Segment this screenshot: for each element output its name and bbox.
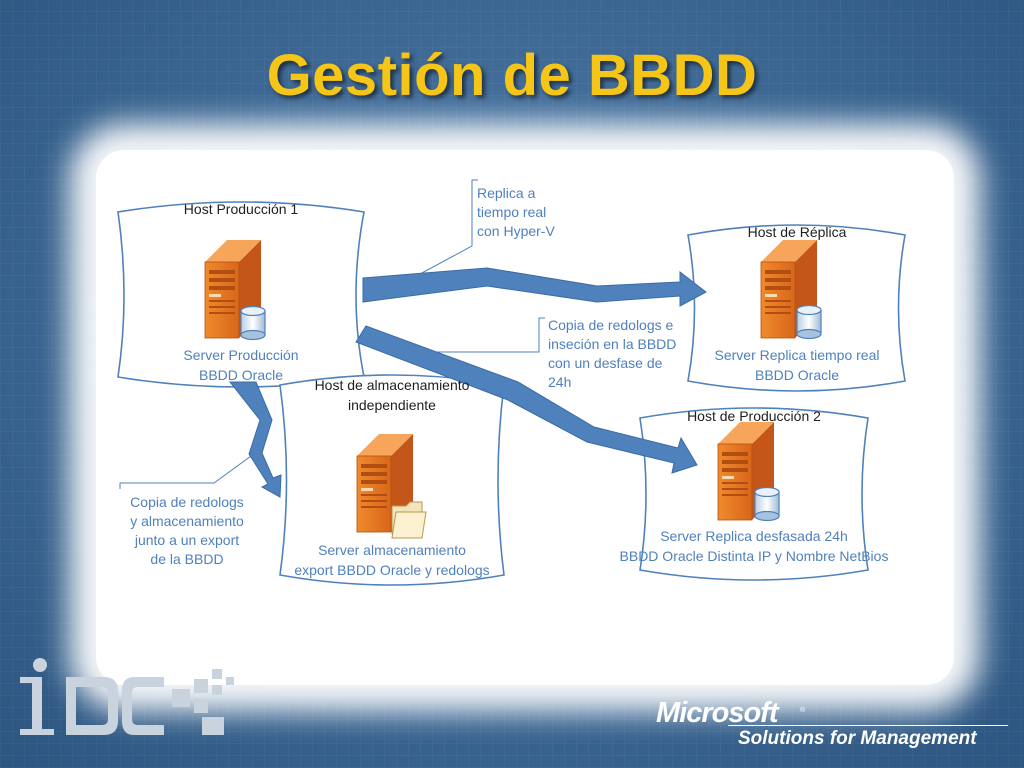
microsoft-logo: Microsoft — [656, 697, 778, 729]
database-icon — [240, 305, 266, 341]
server-desfasada-label: Server Replica desfasada 24h — [660, 528, 848, 544]
callout-redologs-leader — [430, 317, 545, 353]
server-produccion-db-label: BBDD Oracle — [198, 367, 284, 383]
callout-redologs-line: 24h — [548, 374, 572, 390]
server-desfasada-detail-label: BBDD Oracle Distinta IP y Nombre NetBios — [619, 548, 889, 564]
callout-export-line: Copia de redologs — [130, 494, 244, 510]
host-produccion-1-label: Host Producción 1 — [183, 201, 299, 217]
database-icon — [796, 304, 822, 340]
folder-icon — [391, 501, 427, 539]
host-almacenamiento-label-2: independiente — [348, 397, 436, 413]
arrow-storage-copy — [228, 381, 282, 498]
callout-export-leader — [119, 447, 263, 489]
server-replica-label: Server Replica tiempo real — [714, 347, 880, 363]
registered-mark: ® — [800, 707, 806, 714]
callout-hyperv: Replica a tiempo real con Hyper-V — [477, 184, 555, 241]
callout-redologs-line: inseción en la BBDD — [548, 336, 677, 352]
callout-redologs: Copia de redologs e inseción en la BBDD … — [548, 316, 676, 392]
host-replica-label: Host de Réplica — [747, 224, 847, 240]
callout-export: Copia de redologs y almacenamiento junto… — [112, 493, 262, 569]
server-almacenamiento-label: Server almacenamiento — [318, 542, 466, 558]
host-produccion-2-label: Host de Producción 2 — [687, 408, 821, 424]
server-almacenamiento-detail-label: export BBDD Oracle y redologs — [294, 562, 490, 578]
callout-hyperv-line: tiempo real — [477, 204, 547, 220]
server-replica-db-label: BBDD Oracle — [754, 367, 840, 383]
callout-hyperv-line: con Hyper-V — [477, 223, 555, 239]
callout-hyperv-leader — [419, 179, 478, 275]
arrow-realtime-replica — [362, 267, 707, 307]
solutions-tagline: Solutions for Management — [738, 728, 977, 749]
callout-export-line: de la BBDD — [150, 551, 224, 567]
arrow-delayed-replica — [355, 325, 698, 474]
idc-logo — [20, 658, 234, 735]
database-icon — [754, 486, 780, 522]
slide-title: Gestión de BBDD — [266, 43, 758, 108]
callout-hyperv-line: Replica a — [477, 185, 536, 201]
brand-divider — [728, 725, 1008, 726]
callout-redologs-line: Copia de redologs e — [548, 317, 674, 333]
host-almacenamiento-label: Host de almacenamiento — [314, 377, 470, 393]
callout-export-line: y almacenamiento — [130, 513, 244, 529]
callout-export-line: junto a un export — [134, 532, 240, 548]
server-produccion-label: Server Producción — [183, 347, 299, 363]
callout-redologs-line: con un desfase de — [548, 355, 663, 371]
